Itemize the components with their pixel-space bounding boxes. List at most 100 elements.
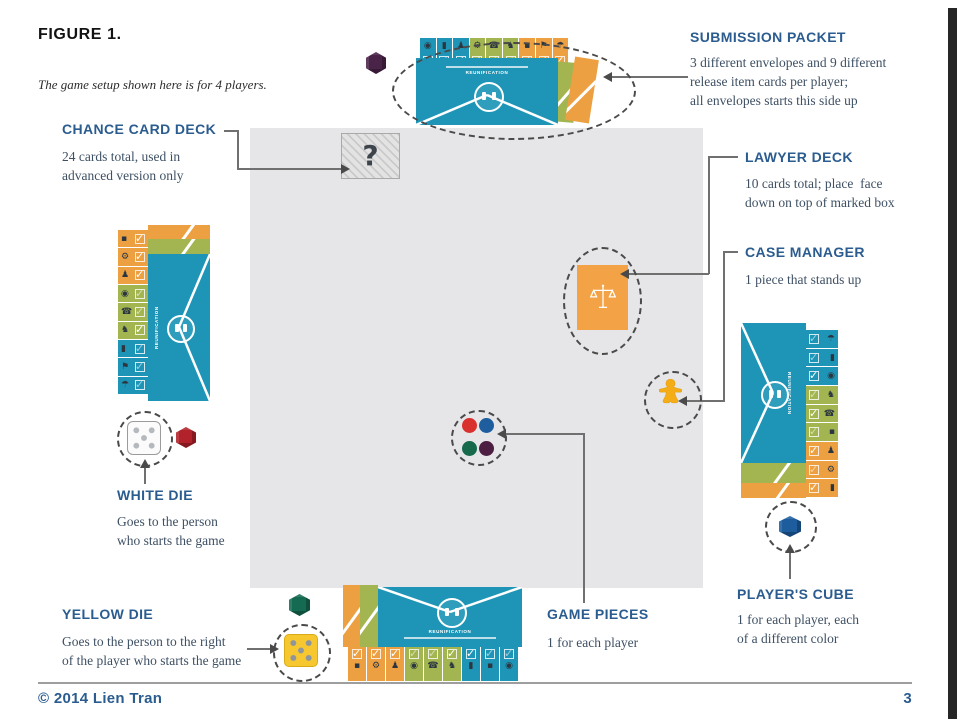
release-item-card: ◉✓ bbox=[118, 284, 148, 303]
release-item-card: ⚙✓ bbox=[118, 248, 148, 266]
release-item-card: ♞✓ bbox=[443, 647, 461, 681]
release-item-card: ☎✓ bbox=[424, 647, 442, 681]
item-icon: ☎ bbox=[823, 408, 835, 419]
label-case-manager: CASE MANAGER 1 piece that stands up bbox=[745, 244, 865, 287]
item-icon: ⚙ bbox=[826, 464, 835, 475]
item-icon: ▮ bbox=[830, 483, 835, 494]
release-item-card: ☎✓ bbox=[806, 404, 838, 423]
item-icon: ▪ bbox=[486, 661, 494, 671]
release-item-card: ◉✓ bbox=[405, 647, 423, 681]
green-hex-piece bbox=[289, 594, 310, 616]
envelope-title: REUNIFICATION bbox=[428, 629, 472, 634]
envelope-logo-icon bbox=[167, 315, 195, 343]
arrowhead-chance bbox=[341, 164, 350, 174]
checkmark-icon: ✓ bbox=[409, 647, 419, 660]
release-item-card: ☂✓ bbox=[118, 376, 148, 394]
submission-envelope-right: REUNIFICATION bbox=[741, 323, 806, 463]
connector-lawyer bbox=[708, 156, 710, 274]
checkmark-icon: ✓ bbox=[135, 359, 145, 373]
item-icon: ▮ bbox=[121, 343, 126, 354]
checkmark-icon: ✓ bbox=[135, 378, 145, 392]
connector-case-manager bbox=[723, 251, 725, 402]
release-item-card: ▪✓ bbox=[481, 647, 499, 681]
item-icon: ♞ bbox=[121, 325, 130, 336]
checkmark-icon: ✓ bbox=[809, 369, 819, 383]
envelope-title: REUNIFICATION bbox=[154, 306, 159, 350]
checkmark-icon: ✓ bbox=[809, 350, 819, 364]
envelope-back-olive bbox=[148, 239, 210, 256]
connector-game-pieces bbox=[583, 433, 585, 603]
white-die-highlight bbox=[117, 411, 173, 467]
checkmark-icon: ✓ bbox=[428, 647, 438, 660]
item-icon: ♞ bbox=[826, 389, 835, 400]
release-item-card: ▪✓ bbox=[348, 647, 366, 681]
connector-yellow-die bbox=[247, 648, 270, 650]
label-players-cube: PLAYER'S CUBE 1 for each player, each of… bbox=[737, 586, 860, 646]
release-item-card: ♞✓ bbox=[806, 386, 838, 404]
connector-lawyer bbox=[629, 273, 709, 275]
figure-subtitle: The game setup shown here is for 4 playe… bbox=[38, 77, 267, 92]
release-item-card: ☂✓ bbox=[806, 330, 838, 348]
envelope-small-text-line bbox=[404, 637, 496, 639]
checkmark-icon: ✓ bbox=[135, 286, 145, 300]
label-white-die: WHITE DIE Goes to the person who starts … bbox=[117, 487, 225, 548]
checkmark-icon: ✓ bbox=[809, 462, 819, 476]
release-item-cards-left: ▪✓⚙✓♟✓◉✓☎✓♞✓▮✓⚑✓☂✓ bbox=[118, 230, 148, 394]
release-item-card: ◉✓ bbox=[806, 367, 838, 386]
connector-chance bbox=[237, 130, 239, 169]
checkmark-icon: ✓ bbox=[135, 268, 145, 282]
window-edge-bar bbox=[948, 8, 957, 719]
page-number: 3 bbox=[903, 690, 912, 707]
item-icon: ⚙ bbox=[121, 251, 130, 262]
envelope-back-orange bbox=[741, 483, 806, 498]
envelope-logo-icon bbox=[761, 381, 789, 409]
checkmark-icon: ✓ bbox=[809, 406, 819, 420]
checkmark-icon: ✓ bbox=[447, 647, 457, 660]
lawyer-deck-highlight bbox=[563, 247, 642, 355]
checkmark-icon: ✓ bbox=[809, 331, 819, 345]
purple-hex-piece bbox=[366, 52, 386, 74]
label-game-pieces: GAME PIECES 1 for each player bbox=[547, 606, 649, 650]
release-item-card: ☎✓ bbox=[118, 303, 148, 321]
release-item-card: ♟✓ bbox=[386, 647, 404, 681]
release-item-card: ♟✓ bbox=[118, 266, 148, 284]
figure-title: FIGURE 1. bbox=[38, 26, 122, 43]
release-item-card: ⚑✓ bbox=[118, 358, 148, 376]
checkmark-icon: ✓ bbox=[809, 443, 819, 457]
connector-case-manager bbox=[687, 400, 724, 402]
envelope-back-orange bbox=[148, 225, 210, 240]
item-icon: ☂ bbox=[826, 333, 835, 344]
connector-players-cube bbox=[789, 552, 791, 579]
release-item-card: ▮✓ bbox=[806, 479, 838, 498]
item-icon: ◉ bbox=[423, 41, 432, 51]
envelope-back-orange bbox=[343, 585, 361, 647]
release-item-cards-right: ☂✓▮✓◉✓♞✓☎✓▪✓♟✓⚙✓▮✓ bbox=[806, 330, 838, 498]
checkmark-icon: ✓ bbox=[809, 425, 819, 439]
checkmark-icon: ✓ bbox=[504, 647, 514, 660]
checkmark-icon: ✓ bbox=[135, 341, 145, 355]
item-icon: ◉ bbox=[410, 661, 418, 671]
game-board bbox=[250, 128, 703, 588]
envelope-title: REUNIFICATION bbox=[787, 371, 792, 415]
checkmark-icon: ✓ bbox=[485, 647, 495, 660]
checkmark-icon: ✓ bbox=[371, 647, 381, 660]
item-icon: ▮ bbox=[468, 661, 474, 671]
connector-white-die bbox=[144, 467, 146, 484]
checkmark-icon: ✓ bbox=[466, 647, 476, 660]
checkmark-icon: ✓ bbox=[135, 231, 145, 245]
item-icon: ▪ bbox=[353, 661, 361, 671]
label-submission-packet: SUBMISSION PACKET 3 different envelopes … bbox=[690, 29, 887, 108]
checkmark-icon: ✓ bbox=[809, 387, 819, 401]
release-item-card: ♟✓ bbox=[806, 442, 838, 460]
release-item-card: ▮✓ bbox=[462, 647, 480, 681]
submission-packet-highlight bbox=[392, 42, 636, 140]
item-icon: ▮ bbox=[830, 352, 835, 363]
item-icon: ◉ bbox=[827, 371, 835, 382]
case-manager-highlight bbox=[644, 371, 702, 429]
item-icon: ♞ bbox=[447, 661, 457, 671]
checkmark-icon: ✓ bbox=[135, 304, 145, 318]
item-icon: ♟ bbox=[121, 270, 130, 281]
item-icon: ◉ bbox=[505, 661, 513, 671]
label-lawyer-deck: LAWYER DECK 10 cards total; place face d… bbox=[745, 149, 895, 210]
